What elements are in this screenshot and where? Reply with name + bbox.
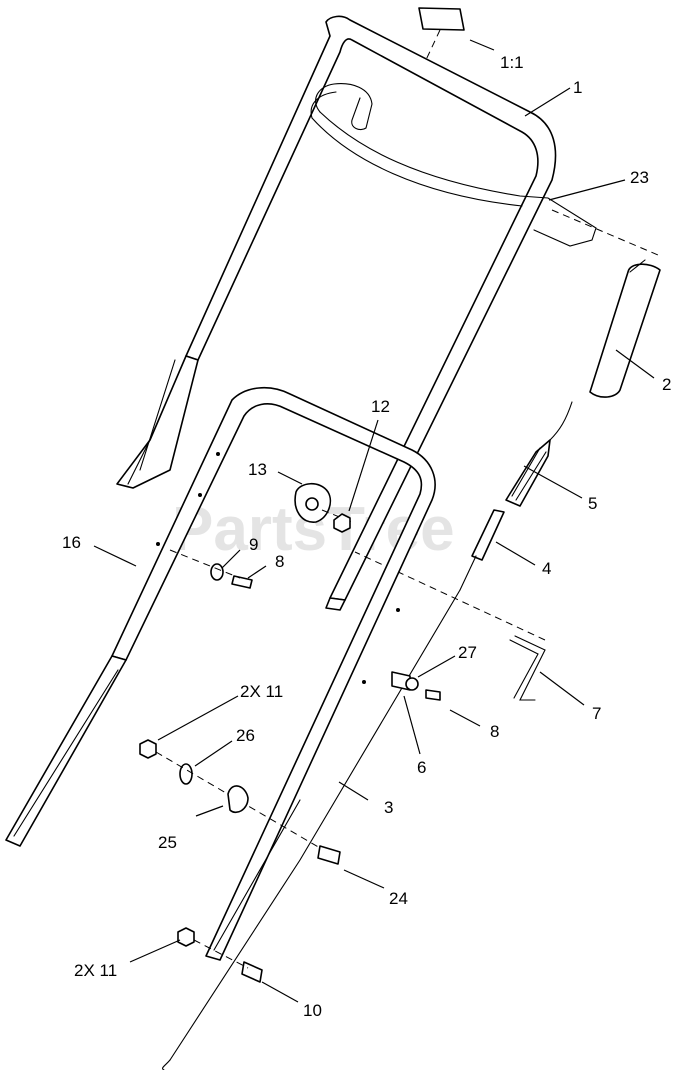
- callout-25: 25: [158, 833, 177, 852]
- nut-11-upper-part: [139, 739, 157, 759]
- callout-9: 9: [249, 535, 258, 554]
- bolt-10-part: [193, 939, 263, 983]
- screw-8-part: [425, 689, 441, 701]
- callout-27: 27: [458, 643, 477, 662]
- callout-12: 12: [371, 397, 390, 416]
- callout-7: 7: [592, 704, 601, 723]
- decal-part: [418, 7, 465, 63]
- washer-27-part: [405, 677, 419, 691]
- callout-24: 24: [389, 889, 408, 908]
- grip-part: [589, 259, 661, 398]
- callout-26: 26: [236, 726, 255, 745]
- knob-part: [294, 482, 353, 523]
- callout-1: 1: [573, 78, 582, 97]
- callout-4: 4: [542, 559, 551, 578]
- bolt-24-part: [317, 845, 341, 865]
- callout-2x11-lower: 2X 11: [74, 961, 117, 980]
- nut-11-lower-part: [177, 927, 195, 947]
- callout-23: 23: [630, 168, 649, 187]
- carriage-bolt-part: [169, 549, 253, 589]
- nut-part: [333, 513, 351, 533]
- washer-26-part: [155, 751, 321, 849]
- callout-10: 10: [303, 1001, 322, 1020]
- callout-8-upper: 8: [275, 552, 284, 571]
- spacer-25-part: [227, 785, 249, 814]
- callout-16: 16: [62, 533, 81, 552]
- upper-handle-part: [116, 15, 557, 611]
- callout-8-lower: 8: [490, 722, 499, 741]
- callout-5: 5: [588, 494, 597, 513]
- callout-2: 2: [662, 375, 671, 394]
- callout-scale: 1:1: [500, 53, 524, 72]
- lower-handle-part: [5, 386, 436, 961]
- callout-3: 3: [384, 798, 393, 817]
- callout-2x11-upper: 2X 11: [240, 682, 283, 701]
- spring-part: [505, 401, 573, 507]
- washer-part: [210, 563, 224, 581]
- callout-13: 13: [248, 460, 267, 479]
- callout-6: 6: [417, 758, 426, 777]
- bail-bar-part: [310, 83, 659, 256]
